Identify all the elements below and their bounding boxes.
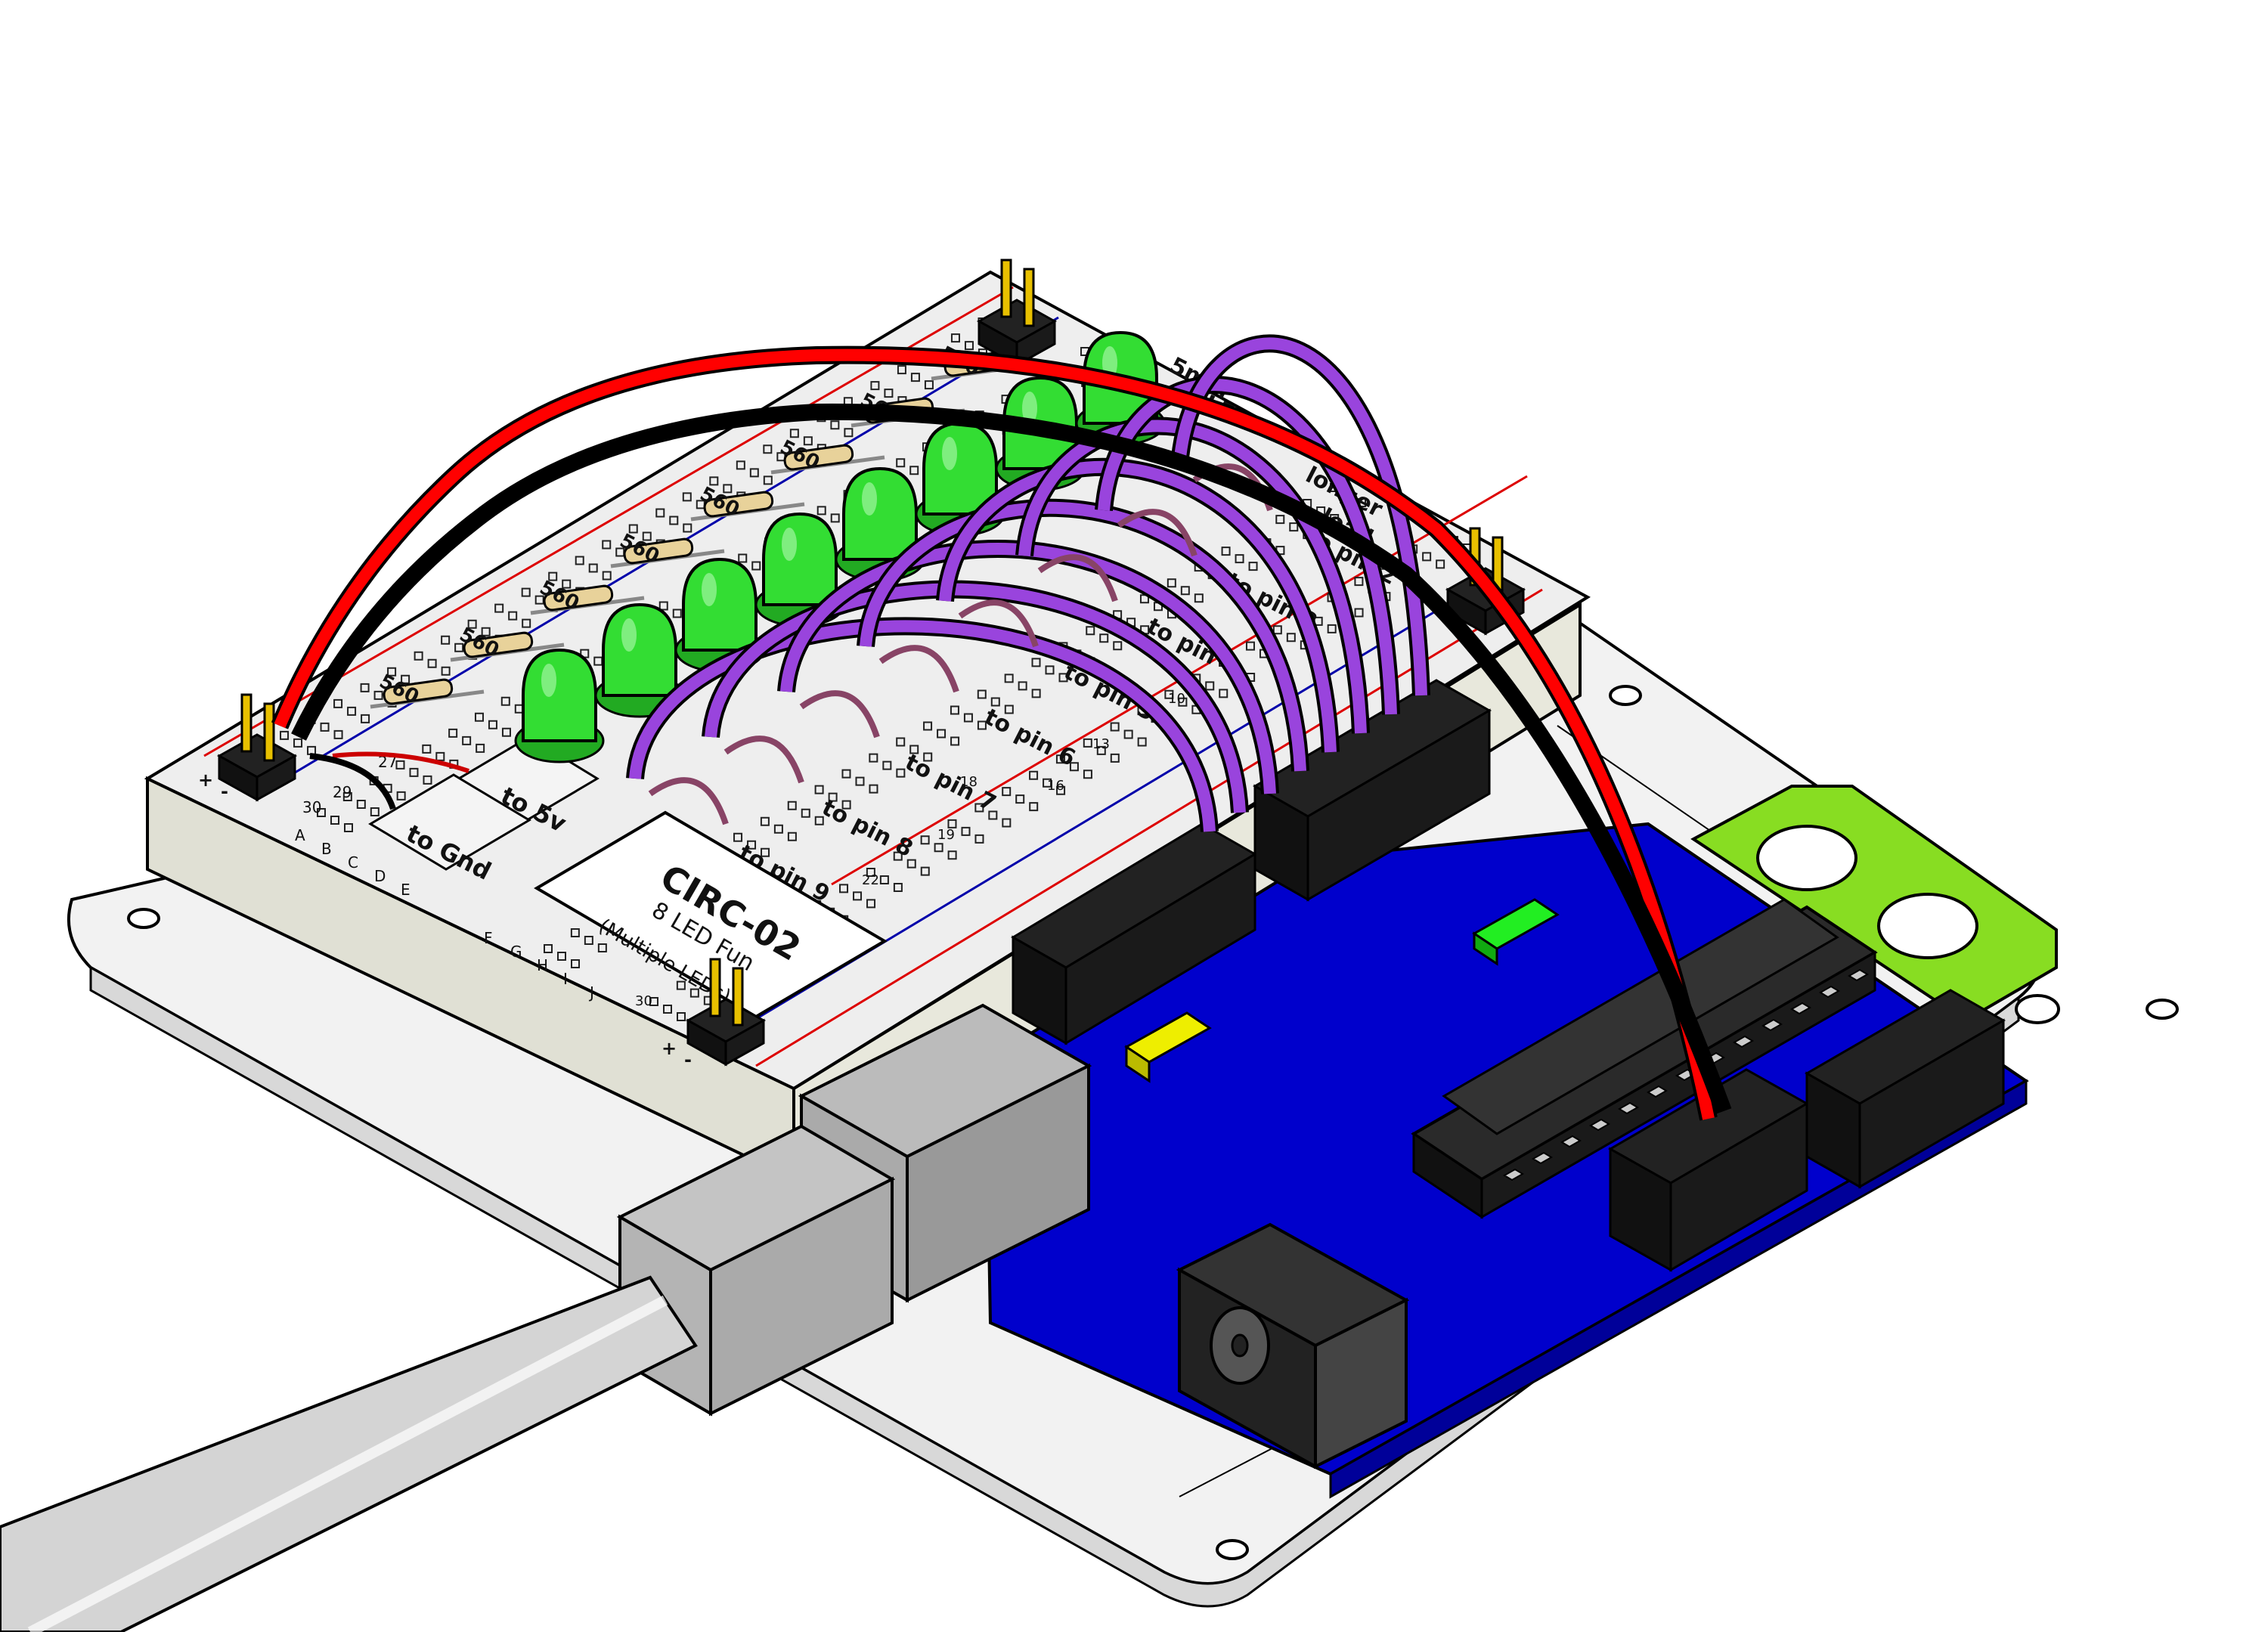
jumper-wire: [936, 457, 1340, 753]
row-number: 16: [1047, 778, 1064, 794]
svg-text:F: F: [484, 929, 493, 947]
row-number: 30: [302, 798, 321, 816]
rail-minus-label: -: [221, 781, 228, 802]
usb-connector: [616, 1003, 1092, 1417]
led: [514, 648, 605, 763]
board-led-green: [1472, 898, 1560, 966]
row-number: 13: [1092, 736, 1110, 752]
board-led-yellow: [1124, 1011, 1212, 1083]
row-number: 18: [960, 774, 978, 790]
wire-gnd: [291, 403, 1732, 1114]
circuit-card: CIRC-02 8 LED Fun (Multiple LEDs): [534, 810, 888, 1019]
led: [754, 512, 845, 627]
row-number: 22: [862, 872, 879, 888]
mount-hole-icon: [1216, 1539, 1249, 1560]
jumper-wire: [702, 580, 1249, 813]
wire-short-red: [332, 751, 469, 773]
arduino-headers: [1011, 679, 2006, 1272]
power-wires: [271, 345, 1732, 1121]
wire-5v: [274, 348, 1715, 1120]
rail-plus-label: +: [662, 1038, 677, 1059]
jumper-wire: [857, 498, 1309, 772]
microcontroller-chip: [1411, 898, 1878, 1219]
svg-text:C: C: [348, 853, 358, 872]
arduino-board: [981, 822, 2029, 1499]
mount-hole-icon: [2146, 999, 2179, 1020]
led: [835, 466, 925, 582]
row-number: 29: [333, 783, 352, 801]
resistor: 560: [770, 436, 885, 475]
pin-header: [216, 693, 298, 802]
svg-text:A: A: [295, 826, 305, 844]
mount-hole-icon: [1609, 685, 1642, 706]
column-letters-right: F G H I J: [484, 929, 594, 1002]
row-number: 19: [937, 827, 955, 843]
label-to-gnd: to Gnd: [368, 773, 531, 886]
column-letters-left: A B C D E: [295, 826, 411, 899]
svg-text:D: D: [374, 867, 386, 885]
pin-header: [976, 259, 1058, 367]
dc-power-jack: [1176, 1222, 1410, 1469]
pin-header: [685, 958, 767, 1067]
svg-text:E: E: [401, 881, 411, 899]
mount-hole-icon: [2015, 994, 2060, 1024]
svg-text:J: J: [588, 983, 594, 1002]
power-pad: [1690, 785, 2058, 1023]
svg-text:G: G: [510, 943, 522, 961]
wire-short-black: [309, 753, 396, 810]
jumper-wire: [626, 617, 1219, 832]
mount-hole-icon: [127, 908, 160, 929]
row-number: 30: [635, 993, 652, 1009]
row-number: 10: [1168, 691, 1185, 707]
svg-text:H: H: [537, 956, 548, 974]
usb-cable: [0, 1275, 698, 1632]
rail-plus-label: +: [198, 770, 213, 791]
svg-text:B: B: [321, 840, 332, 858]
svg-text:I: I: [563, 970, 568, 988]
rail-minus-label: -: [684, 1049, 692, 1070]
